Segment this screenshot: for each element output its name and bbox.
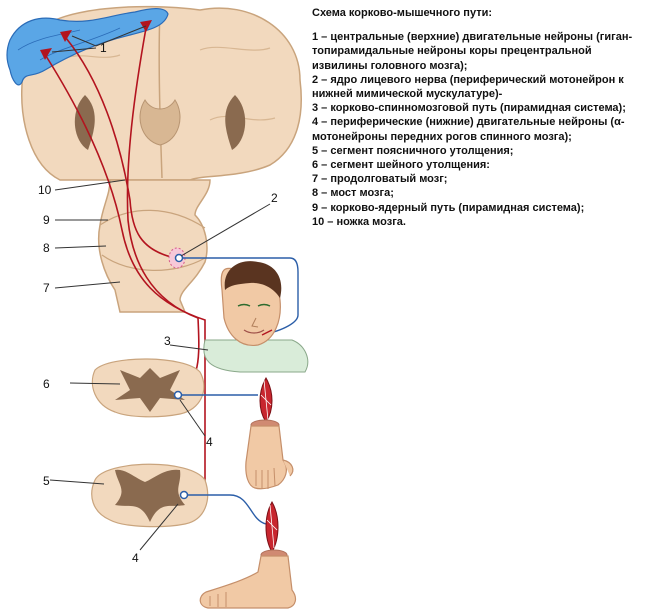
callout-3: 3 (164, 334, 171, 348)
callout-9: 9 (43, 213, 50, 227)
callout-8: 8 (43, 241, 50, 255)
legend-item: 4 – периферические (нижние) двигательные… (312, 116, 625, 143)
muscle-icon (265, 500, 279, 554)
muscle-icon (259, 376, 273, 423)
legend-item: 8 – мост мозга; (312, 187, 394, 200)
callout-numbers: 1 2 3 6 4 5 4 10 9 8 7 (38, 41, 278, 565)
legend-item: 5 – сегмент поясничного утолщения; (312, 144, 514, 157)
callout-4b: 4 (132, 551, 139, 565)
leader-lines (49, 25, 271, 551)
callout-1: 1 (100, 41, 107, 55)
legend-item: 3 – корково-спинномозговой путь (пирамид… (312, 102, 626, 115)
legend-list: 1 – центральные (верхние) двигательные н… (312, 30, 650, 229)
lumbar-spinal-segment (91, 463, 209, 528)
callout-6: 6 (43, 377, 50, 391)
callout-10: 10 (38, 183, 52, 197)
facial-nerve-nucleus (168, 247, 186, 269)
callout-7: 7 (43, 281, 50, 295)
legend-item: 7 – продолговатый мозг; (312, 173, 448, 186)
callout-5: 5 (43, 474, 50, 488)
hand-illustration (245, 419, 294, 490)
legend: Схема корково-мышечного пути: 1 – центра… (312, 6, 650, 229)
legend-item: 10 – ножка мозга. (312, 215, 406, 228)
facial-nerve (183, 257, 299, 336)
legend-item: 6 – сегмент шейного утолщения: (312, 159, 490, 172)
legend-title: Схема корково-мышечного пути: (312, 7, 493, 19)
motor-cortex-strip (6, 7, 169, 86)
callout-2: 2 (271, 191, 278, 205)
cervical-spinal-segment (91, 358, 205, 418)
sciatic-nerve (187, 494, 267, 525)
brain-illustration (21, 5, 302, 313)
foot-illustration (199, 549, 297, 609)
legend-item: 1 – центральные (верхние) двигательные н… (312, 31, 633, 72)
callout-4a: 4 (206, 435, 213, 449)
legend-item: 2 – ядро лицевого нерва (периферический … (312, 73, 624, 101)
face-illustration (203, 261, 309, 373)
legend-item: 9 – корково-ядерный путь (пирамидная сис… (312, 201, 585, 214)
